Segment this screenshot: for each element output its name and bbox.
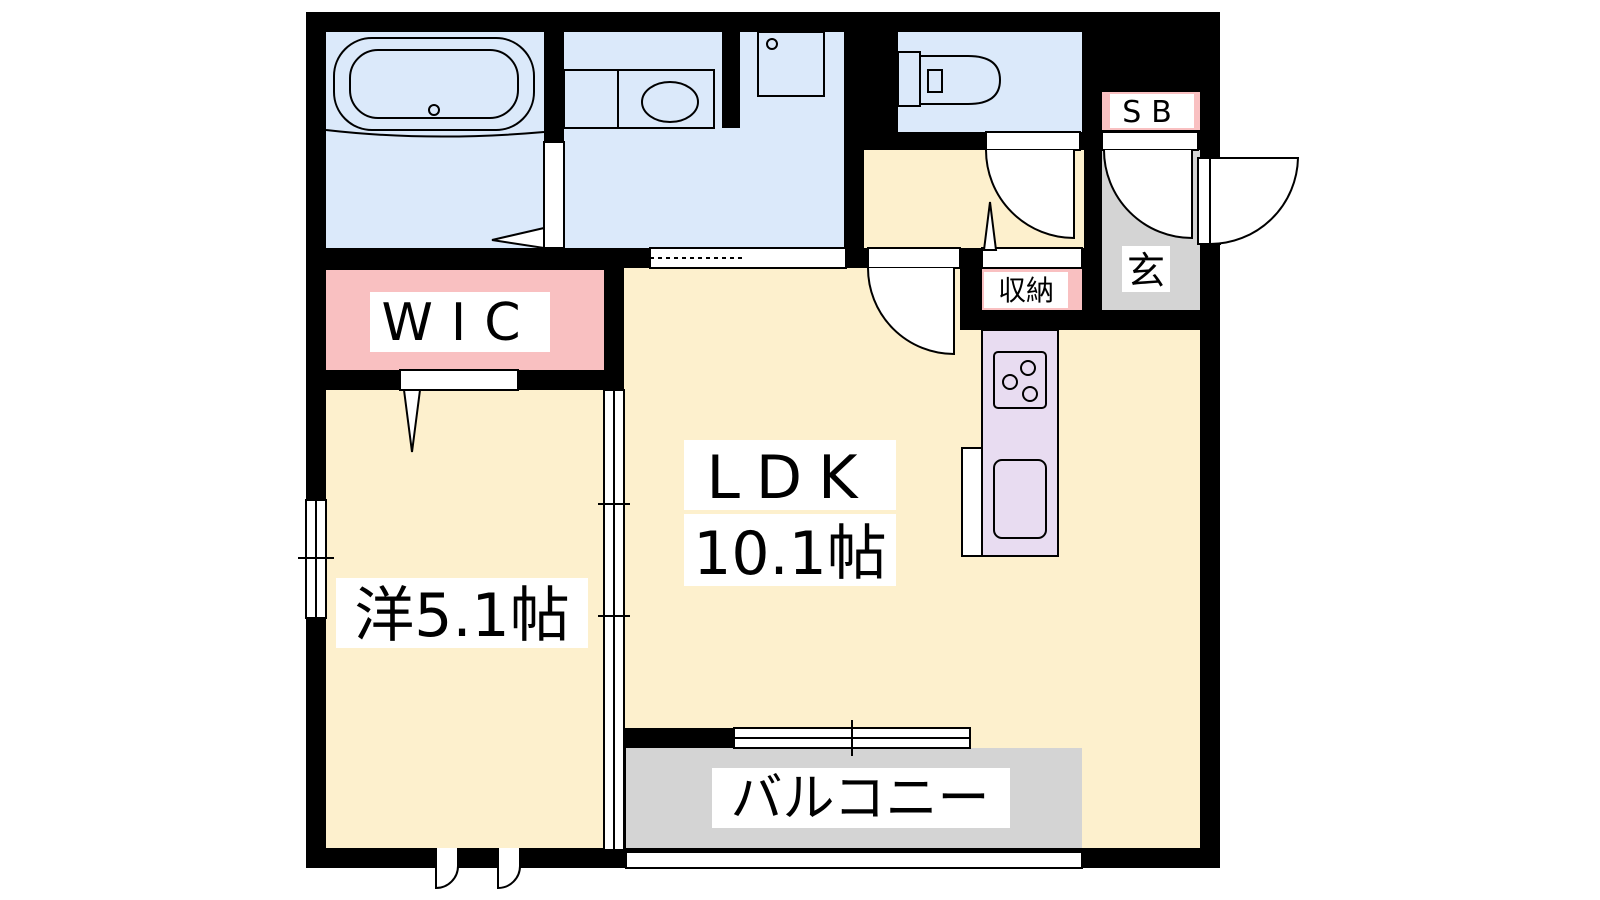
burner-icon [1022,386,1038,402]
wic-label: WIC [381,293,538,353]
bath-door-frame [543,141,565,249]
ldk-label-bg [684,440,896,510]
ldk-size-label: 10.1帖 [693,519,887,589]
sb-door-swing [1103,149,1193,240]
entrance-label-bg [1122,246,1170,292]
balcony-sill [625,851,1083,869]
entrance-label: 玄 [1127,249,1165,293]
vanity-wall [722,32,740,128]
drain-icon [428,104,440,116]
bath-door-marker [491,226,545,250]
bedroom-label-bg [336,578,588,648]
ldk-door-frame [867,247,961,269]
bath-step-line [325,129,545,138]
vent-icon [497,848,521,890]
toilet-floor [898,32,1082,132]
bathtub-icon [333,37,535,131]
ldk-floor-bottom [1102,728,1200,848]
storage-door-marker [982,201,998,251]
bath-floor [326,32,544,248]
ldk-label: LDK [707,443,874,513]
washbasin-icon [641,81,699,123]
sb-label-bg [1110,94,1194,128]
bedroom-label: 洋5.1帖 [354,581,569,651]
entrance-door-swing [1209,157,1300,246]
wic-label-bg [370,292,550,352]
sink-icon [993,459,1047,539]
bathtub-inner [349,49,519,119]
toilet-bowl-icon [919,55,1002,105]
burner-icon [1020,360,1036,376]
storage-door-frame [981,247,1083,269]
stove-icon [993,351,1047,409]
vanity-counter [563,69,715,129]
storage-label: 収納 [998,274,1054,307]
balcony-label-bg [712,768,1010,828]
sb-door-frame [1101,131,1199,151]
toilet-door-frame [985,131,1081,151]
wic-door-frame [399,369,519,391]
toilet-door-swing [985,149,1075,240]
kitchen-wall-panel [961,447,983,557]
washing-machine-drain [766,38,778,50]
vent-icon [435,848,459,890]
balcony-label: バルコニー [731,769,990,829]
toilet-seat-hinge [927,69,943,93]
storage-label-bg [984,272,1068,308]
sb-label: SB [1122,95,1182,130]
wic-door-marker [402,389,422,453]
ldk-door-swing [867,267,955,356]
washroom-sliding-door [649,247,847,269]
washing-machine-icon [757,31,825,97]
burner-icon [1002,374,1018,390]
ldk-size-bg [684,514,896,586]
